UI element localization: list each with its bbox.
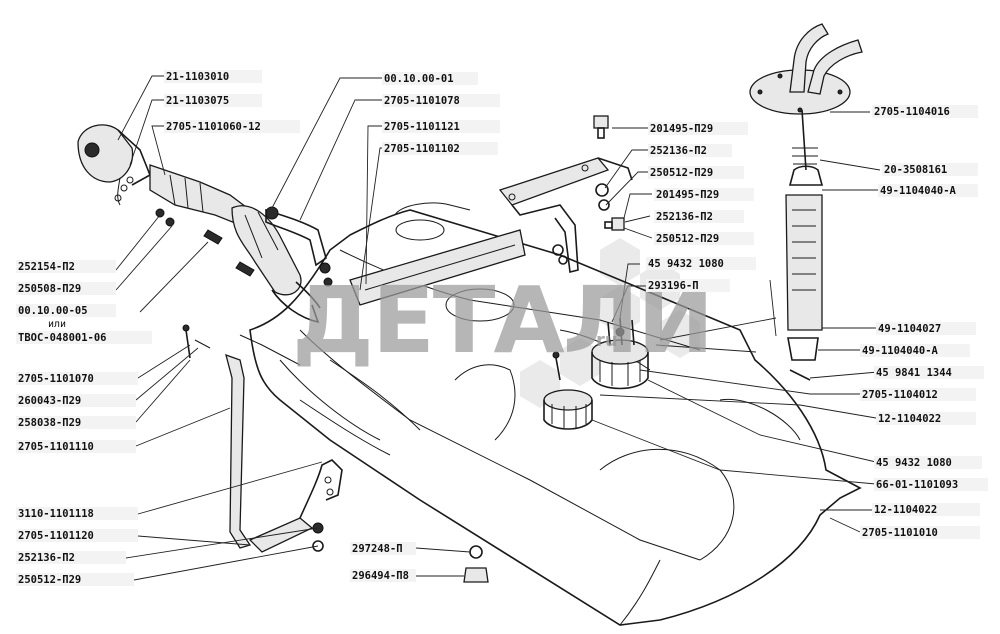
part-label-2705-1104012: 2705-1104012 bbox=[862, 389, 938, 401]
part-label-12-1104022-b: 12-1104022 bbox=[874, 504, 937, 516]
part-label-45-9841-1344: 45 9841 1344 bbox=[876, 367, 952, 379]
fuel-tank-body bbox=[239, 202, 862, 626]
part-label-2705-1101120: 2705-1101120 bbox=[18, 530, 94, 542]
part-label-2705-1101010: 2705-1101010 bbox=[862, 527, 938, 539]
part-label-49-1104040-a-top: 49-1104040-А bbox=[880, 185, 957, 197]
part-label-297248-p: 297248-П bbox=[352, 543, 403, 555]
part-label-252154-p2: 252154-П2 bbox=[18, 261, 75, 273]
part-label-12-1104022-a: 12-1104022 bbox=[878, 413, 941, 425]
part-label-201495-p29-b: 201495-П29 bbox=[656, 189, 719, 201]
part-label-66-01-1101093: 66-01-1101093 bbox=[876, 479, 958, 491]
part-label-45-9432-1080-b: 45 9432 1080 bbox=[876, 457, 952, 469]
fuel-sender-units bbox=[543, 317, 649, 430]
part-label-260043-p29: 260043-П29 bbox=[18, 395, 81, 407]
part-label-2705-1101060-12: 2705-1101060-12 bbox=[166, 121, 261, 133]
part-label-258038-p29: 258038-П29 bbox=[18, 417, 81, 429]
part-label-21-1103010: 21-1103010 bbox=[166, 71, 229, 83]
part-label-or: или bbox=[48, 319, 66, 330]
part-label-250512-p29-a: 250512-П29 bbox=[650, 167, 713, 179]
part-label-2705-1101070: 2705-1101070 bbox=[18, 373, 94, 385]
part-label-3110-1101118: 3110-1101118 bbox=[18, 508, 94, 520]
watermark-hexagons bbox=[520, 238, 700, 408]
part-label-201495-p29-a: 201495-П29 bbox=[650, 123, 713, 135]
part-label-49-1104040-a-bottom: 49-1104040-А bbox=[862, 345, 939, 357]
part-label-296494-p8: 296494-П8 bbox=[352, 570, 409, 582]
part-label-252136-p2-b: 252136-П2 bbox=[656, 211, 713, 223]
watermark-suffix: ru bbox=[596, 330, 618, 351]
part-label-252136-p2-c: 252136-П2 bbox=[18, 552, 75, 564]
part-label-293196-p: 293196-П bbox=[648, 280, 699, 292]
part-label-2705-1101121: 2705-1101121 bbox=[384, 121, 460, 133]
part-label-49-1104027: 49-1104027 bbox=[878, 323, 941, 335]
part-label-45-9432-1080-a: 45 9432 1080 bbox=[648, 258, 724, 270]
fuel-pickup-tube-assembly bbox=[659, 23, 863, 381]
part-label-250508-p29: 250508-П29 bbox=[18, 283, 81, 295]
part-label-20-3508161: 20-3508161 bbox=[884, 164, 947, 176]
part-label-252136-p2-a: 252136-П2 bbox=[650, 145, 707, 157]
leader-lines bbox=[115, 75, 881, 581]
part-label-tvos-048001-06: ТВОС-048001-06 bbox=[18, 332, 107, 344]
part-label-00-10-00-01: 00.10.00-01 bbox=[384, 73, 454, 85]
part-label-250512-p29-c: 250512-П29 bbox=[18, 574, 81, 586]
fastener-bolts bbox=[463, 115, 625, 583]
tank-top-strap bbox=[349, 157, 633, 306]
part-label-2705-1101110: 2705-1101110 bbox=[18, 441, 94, 453]
part-label-250512-p29-b: 250512-П29 bbox=[656, 233, 719, 245]
watermark-text: ДЕТАЛИ bbox=[292, 267, 712, 374]
part-label-2705-1104016: 2705-1104016 bbox=[874, 106, 950, 118]
left-tank-straps bbox=[225, 353, 343, 553]
part-label-2705-1101078: 2705-1101078 bbox=[384, 95, 460, 107]
part-labels: 21-1103010 21-1103075 2705-1101060-12 00… bbox=[16, 70, 988, 586]
part-label-21-1103075: 21-1103075 bbox=[166, 95, 229, 107]
part-label-00-10-00-05: 00.10.00-05 bbox=[18, 305, 88, 317]
part-label-2705-1101102: 2705-1101102 bbox=[384, 143, 460, 155]
